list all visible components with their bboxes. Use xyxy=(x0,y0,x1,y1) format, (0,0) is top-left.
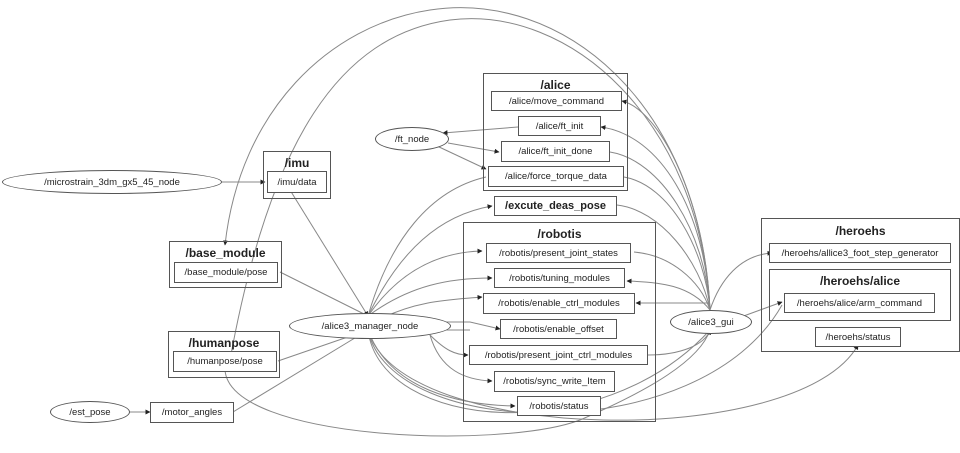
cluster-title: /humanpose xyxy=(188,336,260,350)
topic-robotis-tuning-modules[interactable]: /robotis/tuning_modules xyxy=(494,268,625,288)
topic-robotis-sync-write-item[interactable]: /robotis/sync_write_Item xyxy=(494,371,615,392)
node-microstrain[interactable]: /microstrain_3dm_gx5_45_node xyxy=(2,170,222,194)
edge xyxy=(616,204,711,311)
edge xyxy=(609,151,711,311)
cluster-robotis: /robotis xyxy=(463,222,656,422)
edge xyxy=(709,250,773,311)
topic-humanpose-pose[interactable]: /humanpose/pose xyxy=(173,351,277,372)
topic-motor-angles[interactable]: /motor_angles xyxy=(150,402,234,423)
topic-robotis-status[interactable]: /robotis/status xyxy=(517,396,601,416)
cluster-heroehs-alice: /heroehs/alice xyxy=(769,269,951,321)
edge xyxy=(232,329,369,413)
topic-imu-data[interactable]: /imu/data xyxy=(267,171,327,193)
edge xyxy=(429,334,469,358)
edge xyxy=(367,248,483,317)
node-ft-node[interactable]: /ft_node xyxy=(375,127,449,151)
edge xyxy=(436,145,487,170)
node-alice3-manager[interactable]: /alice3_manager_node xyxy=(289,313,451,339)
edge xyxy=(647,329,711,356)
cluster-alice: /alice xyxy=(483,73,628,191)
edge xyxy=(224,329,711,437)
topic-heroehs-foot-step-generator[interactable]: /heroehs/allice3_foot_step_generator xyxy=(769,243,951,263)
cluster-title: /alice xyxy=(540,78,571,92)
edge xyxy=(289,189,369,317)
edge xyxy=(367,329,859,421)
edge xyxy=(367,204,493,317)
cluster-title: /imu xyxy=(284,156,310,170)
topic-robotis-enable-offset[interactable]: /robotis/enable_offset xyxy=(500,319,617,339)
topic-heroehs-alice-arm-command[interactable]: /heroehs/alice/arm_command xyxy=(784,293,935,313)
edge xyxy=(442,126,519,136)
edge xyxy=(633,251,711,311)
topic-alice-force-torque-data[interactable]: /alice/force_torque_data xyxy=(488,166,624,187)
edge xyxy=(367,176,487,317)
topic-alice-ft-init[interactable]: /alice/ft_init xyxy=(518,116,601,136)
edge xyxy=(367,329,711,414)
edge xyxy=(621,99,711,311)
node-est-pose[interactable]: /est_pose xyxy=(50,401,130,423)
cluster-humanpose: /humanpose xyxy=(168,331,280,378)
topic-alice-move-command[interactable]: /alice/move_command xyxy=(491,91,622,111)
topic-alice-ft-init-done[interactable]: /alice/ft_init_done xyxy=(501,141,610,162)
edge xyxy=(429,334,493,384)
edge xyxy=(623,176,711,311)
cluster-imu: /imu xyxy=(263,151,331,199)
cluster-title: /base_module xyxy=(185,246,266,260)
topic-robotis-present-joint-states[interactable]: /robotis/present_joint_states xyxy=(486,243,631,263)
cluster-base-module: /base_module xyxy=(169,241,282,288)
edge xyxy=(447,142,500,154)
edge xyxy=(600,125,711,311)
edge xyxy=(279,271,369,317)
topic-robotis-enable-ctrl-modules[interactable]: /robotis/enable_ctrl_modules xyxy=(483,293,635,314)
cluster-title: /heroehs xyxy=(835,224,886,238)
node-alice3-gui[interactable]: /alice3_gui xyxy=(670,310,752,334)
topic-base-module-pose[interactable]: /base_module/pose xyxy=(174,262,278,283)
cluster-title: /robotis xyxy=(537,227,582,241)
cluster-title: /heroehs/alice xyxy=(819,274,901,288)
topic-heroehs-status[interactable]: /heroehs/status xyxy=(815,327,901,347)
topic-robotis-present-joint-ctrl-modules[interactable]: /robotis/present_joint_ctrl_modules xyxy=(469,345,648,365)
topic-excute-deas-pose[interactable]: /excute_deas_pose xyxy=(494,196,617,216)
edge xyxy=(367,275,493,317)
